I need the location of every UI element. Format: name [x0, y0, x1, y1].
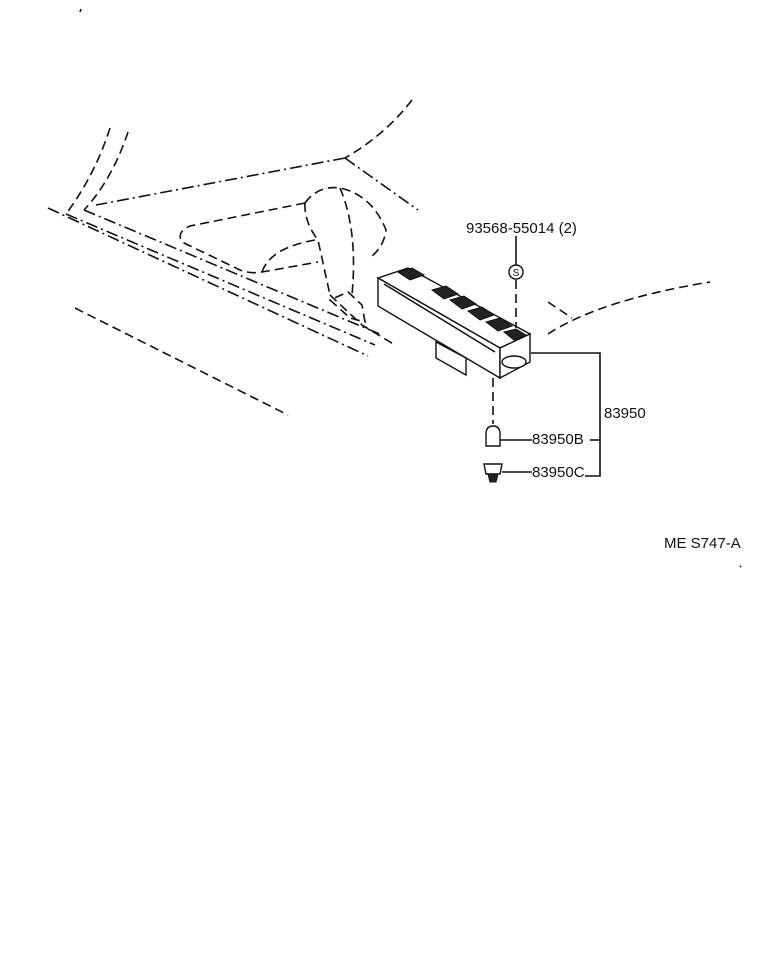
bulb-glass: [485, 425, 501, 447]
shift-lever-arm: [261, 239, 316, 273]
window-n: [448, 295, 478, 310]
assembly-part-number: 83950: [604, 405, 646, 422]
console-edge-2: [65, 213, 376, 346]
window-2: [484, 317, 514, 332]
right-edge-tick: [547, 301, 573, 319]
shift-boot-base: [329, 294, 396, 346]
socket-part-number: 83950C: [532, 464, 585, 481]
right-console-curve: [547, 281, 711, 335]
console-lower-edge: [74, 307, 289, 416]
window-l: [502, 328, 528, 341]
body-curve-inner: [83, 131, 129, 211]
window-r: [430, 285, 460, 300]
housing-lip: [383, 283, 496, 353]
console-edge-1: [47, 207, 369, 357]
socket-head: [483, 463, 503, 475]
bulb-icon: [485, 425, 532, 447]
console-edge-3: [83, 209, 383, 336]
indicator-housing: [376, 267, 532, 380]
shift-knob-top: [304, 186, 387, 257]
shift-boot-mount: [328, 291, 367, 324]
assembly-bracket: [531, 352, 601, 477]
screw-part-number: 93568-55014 (2): [466, 220, 577, 237]
shift-knob-center: [339, 187, 355, 296]
speck-mark: [79, 8, 82, 13]
screw-symbol: S: [513, 268, 520, 279]
upper-panel-right-edge: [344, 157, 419, 211]
speck-mark-2: [739, 565, 742, 568]
shift-knob-left: [304, 202, 331, 296]
shift-gate-slot: [179, 202, 319, 274]
housing-bottom-tab: [435, 340, 467, 377]
bulb-part-number: 83950B: [532, 431, 584, 448]
window-p: [396, 267, 426, 281]
window-d: [466, 306, 496, 321]
screw-icon: [508, 264, 524, 280]
bulb-socket-opening: [501, 355, 527, 369]
socket-icon: [483, 463, 532, 483]
dash-curve-top: [344, 99, 413, 159]
socket-stem: [487, 473, 499, 483]
body-curve-outer: [65, 127, 111, 215]
diagram-code: ME S747-A: [664, 535, 741, 552]
upper-panel-edge: [95, 157, 346, 206]
